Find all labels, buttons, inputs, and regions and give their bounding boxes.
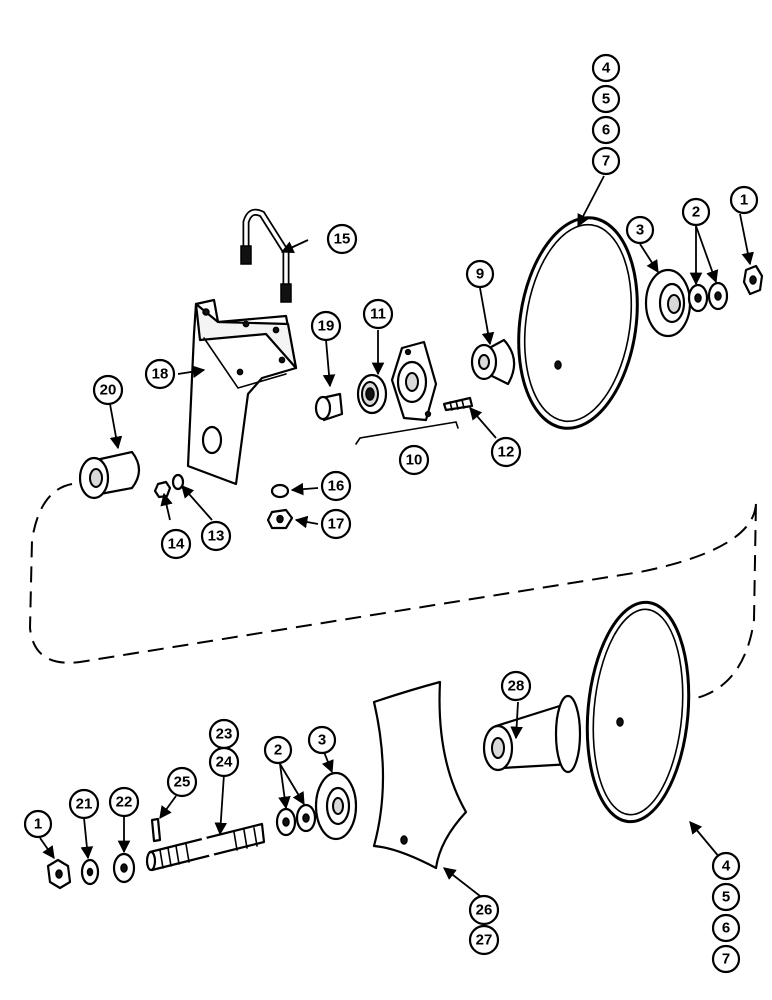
svg-text:5: 5: [722, 889, 730, 906]
svg-text:26: 26: [476, 902, 493, 919]
callout-6-lower: 6: [711, 913, 741, 943]
callout-18: 18: [144, 358, 176, 390]
callout-3-upper: 3: [625, 215, 655, 245]
svg-text:22: 22: [116, 794, 133, 811]
svg-text:4: 4: [722, 858, 731, 875]
disc-blade-upper: [517, 216, 639, 430]
callout-14: 14: [160, 528, 192, 560]
svg-text:28: 28: [508, 678, 525, 695]
axle-shaft: [145, 822, 266, 872]
callout-5-lower: 5: [711, 882, 741, 912]
callout-25: 25: [166, 766, 198, 798]
callout-28: 28: [500, 670, 532, 702]
svg-text:10: 10: [406, 452, 423, 469]
hex-nut-17: [266, 508, 294, 530]
callout-17: 17: [320, 508, 352, 540]
washers-lower: [275, 803, 317, 837]
callout-1-upper: 1: [729, 185, 759, 215]
lock-washer-16: [270, 483, 290, 499]
svg-text:2: 2: [692, 204, 700, 221]
callout-6-upper: 6: [591, 115, 621, 145]
svg-text:7: 7: [602, 153, 610, 170]
callout-4-lower: 4: [711, 851, 741, 881]
washer-22: [112, 852, 136, 884]
callout-16: 16: [320, 470, 352, 502]
castle-nut-upper: [742, 264, 764, 296]
callout-20: 20: [92, 374, 124, 406]
callout-3-lower: 3: [307, 725, 337, 755]
callout-22: 22: [108, 786, 140, 818]
callout-10: 10: [398, 444, 430, 476]
cotter-pin: [150, 817, 162, 843]
svg-text:2: 2: [274, 742, 282, 759]
nut-14: [153, 480, 172, 499]
svg-text:17: 17: [328, 516, 345, 533]
svg-text:21: 21: [76, 796, 93, 813]
washers-upper: [687, 281, 729, 313]
callout-5-upper: 5: [591, 84, 621, 114]
svg-text:5: 5: [602, 91, 610, 108]
callout-26: 26: [468, 894, 500, 926]
svg-text:9: 9: [476, 266, 484, 283]
bearing: [356, 373, 388, 415]
svg-text:3: 3: [636, 222, 644, 239]
u-bolt: [240, 208, 292, 303]
disc-cap-upper: [644, 268, 692, 338]
castle-nut-lower: [46, 858, 72, 890]
callout-19: 19: [310, 310, 342, 342]
callout-9: 9: [465, 259, 495, 289]
svg-text:15: 15: [334, 231, 351, 248]
hub: [78, 450, 141, 500]
svg-text:7: 7: [722, 951, 730, 968]
scraper-plate: [372, 680, 468, 870]
mounting-bracket: [186, 298, 298, 486]
callout-7-lower: 7: [711, 944, 741, 974]
svg-text:1: 1: [34, 816, 42, 833]
spool: [470, 338, 516, 386]
callout-15: 15: [326, 223, 358, 255]
washer-21: [80, 858, 100, 886]
svg-text:11: 11: [370, 306, 386, 323]
washer-13: [171, 473, 185, 491]
svg-text:24: 24: [216, 754, 233, 771]
svg-text:6: 6: [602, 122, 610, 139]
assembly-dashed-line: [28, 483, 758, 701]
svg-text:6: 6: [722, 920, 730, 937]
disc-blade-lower: [585, 600, 691, 824]
callout-27: 27: [468, 924, 500, 956]
svg-text:1: 1: [740, 192, 748, 209]
svg-text:4: 4: [602, 60, 611, 77]
spacer-spool: [482, 694, 582, 774]
callout-11: 11: [362, 298, 394, 330]
disc-cap-lower: [314, 771, 358, 841]
callout-7-upper: 7: [591, 146, 621, 176]
svg-text:27: 27: [476, 932, 493, 949]
callout-24: 24: [208, 746, 240, 778]
svg-text:14: 14: [168, 536, 185, 553]
bearing-flange: [390, 340, 438, 422]
svg-text:20: 20: [100, 382, 117, 399]
callout-2-upper: 2: [681, 197, 711, 227]
svg-text:23: 23: [216, 726, 233, 743]
svg-text:25: 25: [174, 774, 191, 791]
group-bracket-10: [355, 421, 459, 445]
svg-text:16: 16: [328, 478, 345, 495]
svg-text:13: 13: [208, 528, 225, 545]
callout-1-lower: 1: [23, 809, 53, 839]
bolt-12: [442, 396, 474, 412]
callout-13: 13: [200, 520, 232, 552]
svg-text:19: 19: [318, 318, 335, 335]
callout-21: 21: [68, 788, 100, 820]
svg-text:18: 18: [152, 366, 169, 383]
callout-4-upper: 4: [591, 53, 621, 83]
leader-lines: [39, 175, 754, 897]
callout-12: 12: [490, 436, 522, 468]
svg-text:3: 3: [318, 732, 326, 749]
bushing: [314, 392, 344, 422]
svg-text:12: 12: [498, 444, 515, 461]
callout-2-lower: 2: [263, 735, 293, 765]
callout-23: 23: [208, 718, 240, 750]
